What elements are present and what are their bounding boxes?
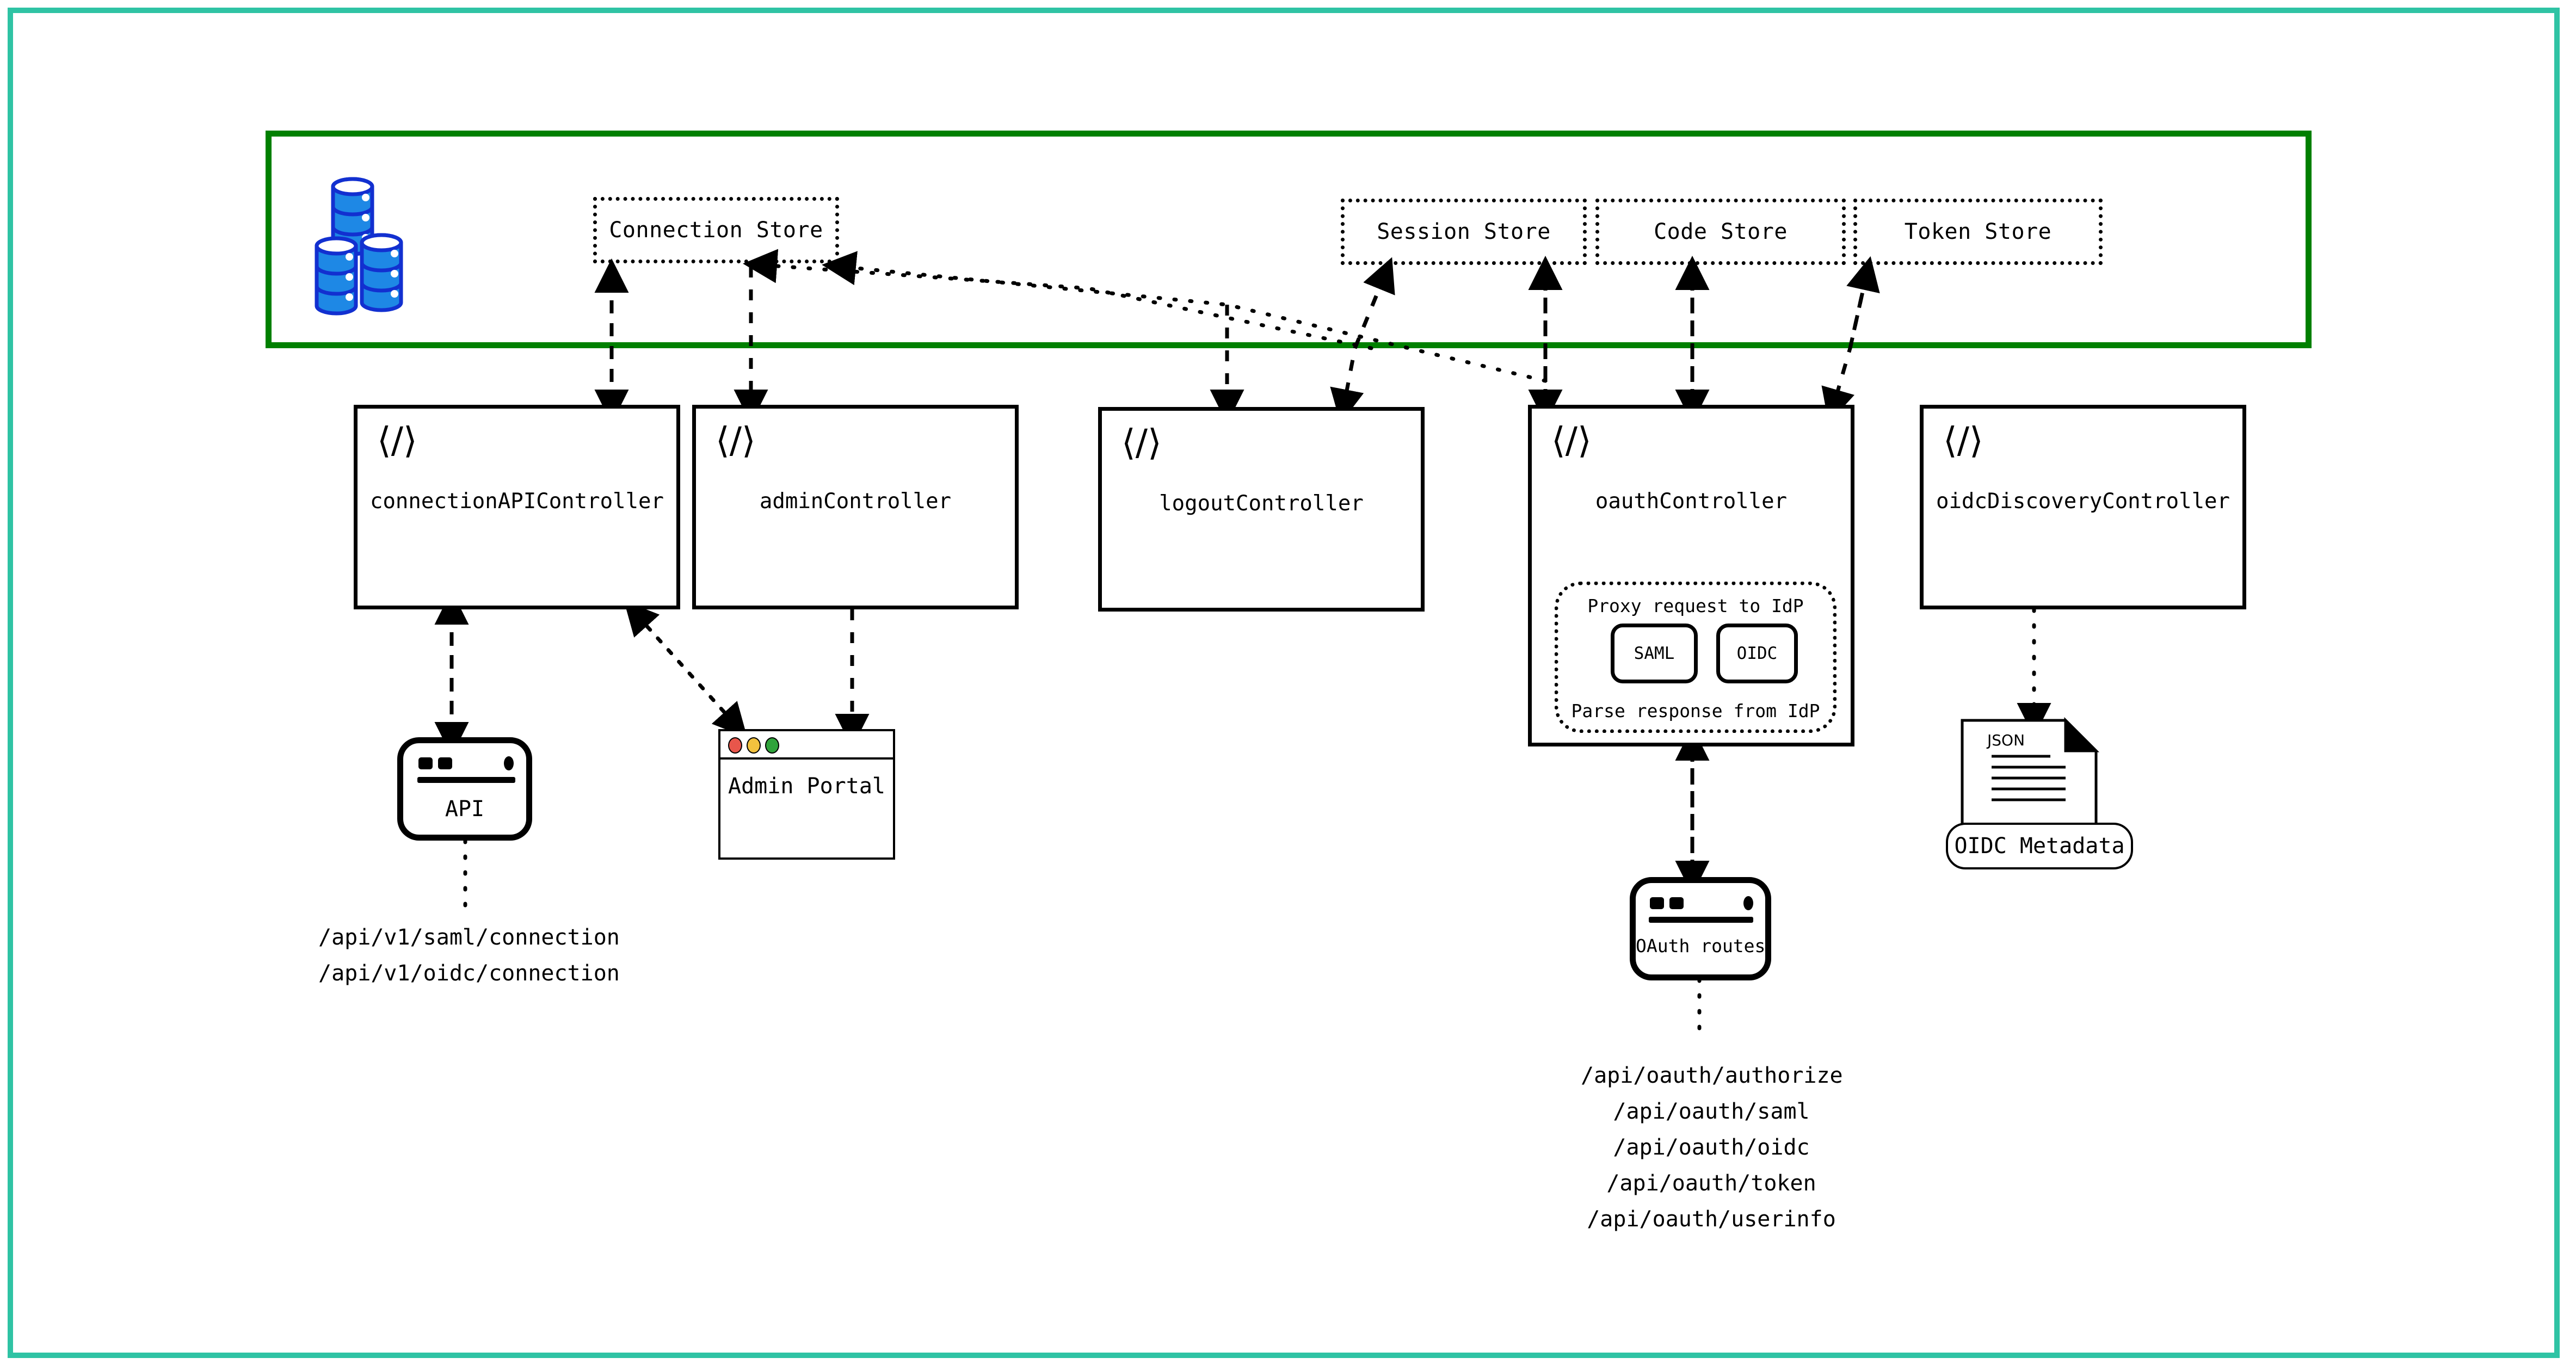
device-dot-left <box>418 757 433 769</box>
code-icon: ⟨/⟩ <box>1551 419 1592 461</box>
controller-oidc-discovery-controller[interactable]: ⟨/⟩ oidcDiscoveryController <box>1920 405 2246 609</box>
controller-connection-api-controller[interactable]: ⟨/⟩ connectionAPIController <box>354 405 680 609</box>
idp-pill-oidc[interactable]: OIDC <box>1716 624 1798 683</box>
connection-api-endpoints-list: /api/v1/saml/connection /api/v1/oidc/con… <box>318 919 620 991</box>
store-token-store[interactable]: Token Store <box>1853 199 2103 265</box>
oauth-routes-label: OAuth routes <box>1636 935 1766 956</box>
controller-label: connectionAPIController <box>369 489 664 514</box>
controller-label: adminController <box>759 489 952 514</box>
oauth-endpoints-list: /api/oauth/authorize /api/oauth/saml /ap… <box>1581 1058 1843 1237</box>
admin-portal-browser-node[interactable]: Admin Portal <box>718 729 895 860</box>
browser-titlebar <box>720 731 893 760</box>
device-dot-left2 <box>1669 897 1684 909</box>
traffic-light-yellow-icon <box>747 737 761 754</box>
doc-type-label: JSON <box>1987 731 2025 749</box>
diagram-outer-frame <box>8 8 2560 1358</box>
api-device-node[interactable]: API <box>397 737 532 841</box>
store-connection-store[interactable]: Connection Store <box>593 197 839 263</box>
oauth-routes-device-node[interactable]: OAuth routes <box>1630 877 1771 980</box>
device-bar <box>417 777 515 783</box>
endpoint-item: /api/oauth/saml <box>1613 1099 1810 1124</box>
api-label: API <box>445 797 485 822</box>
code-icon: ⟨/⟩ <box>716 419 756 461</box>
store-code-store[interactable]: Code Store <box>1595 199 1846 265</box>
endpoint-item: /api/v1/oidc/connection <box>318 961 620 986</box>
store-session-store[interactable]: Session Store <box>1341 199 1587 265</box>
endpoint-item: /api/oauth/userinfo <box>1587 1207 1836 1232</box>
code-icon: ⟨/⟩ <box>1943 419 1983 461</box>
endpoint-item: /api/oauth/token <box>1606 1171 1816 1196</box>
idp-proxy-panel: Proxy request to IdP SAML OIDC Parse res… <box>1555 582 1837 733</box>
idp-pill-label: SAML <box>1634 644 1675 663</box>
idp-parse-response-label: Parse response from IdP <box>1571 700 1820 721</box>
oidc-metadata-label: OIDC Metadata <box>1954 834 2125 859</box>
store-label: Code Store <box>1654 219 1788 244</box>
device-dot-left2 <box>438 757 452 769</box>
controller-oauth-controller[interactable]: ⟨/⟩ oauthController Proxy request to IdP… <box>1528 405 1854 746</box>
controller-label: oidcDiscoveryController <box>1936 489 2230 514</box>
idp-proxy-request-label: Proxy request to IdP <box>1587 595 1804 616</box>
idp-pill-saml[interactable]: SAML <box>1611 624 1698 683</box>
device-bar <box>1649 917 1753 923</box>
admin-portal-label: Admin Portal <box>728 774 885 799</box>
store-label: Connection Store <box>609 218 823 243</box>
endpoint-item: /api/v1/saml/connection <box>318 925 620 950</box>
traffic-light-green-icon <box>765 737 779 754</box>
device-dot-right <box>504 756 514 770</box>
endpoint-item: /api/oauth/oidc <box>1613 1135 1810 1160</box>
device-dot-left <box>1650 897 1664 909</box>
endpoint-item: /api/oauth/authorize <box>1581 1063 1843 1088</box>
store-label: Token Store <box>1904 219 2052 244</box>
controller-label: oauthController <box>1595 489 1788 514</box>
store-label: Session Store <box>1377 219 1551 244</box>
idp-pill-label: OIDC <box>1736 644 1778 663</box>
controller-logout-controller[interactable]: ⟨/⟩ logoutController <box>1098 407 1425 612</box>
code-icon: ⟨/⟩ <box>1121 422 1162 464</box>
traffic-light-red-icon <box>728 737 742 754</box>
code-icon: ⟨/⟩ <box>377 419 417 461</box>
device-dot-right <box>1743 896 1753 910</box>
controller-admin-controller[interactable]: ⟨/⟩ adminController <box>692 405 1019 609</box>
controller-label: logoutController <box>1159 491 1364 516</box>
oidc-metadata-label-pill: OIDC Metadata <box>1946 823 2133 869</box>
